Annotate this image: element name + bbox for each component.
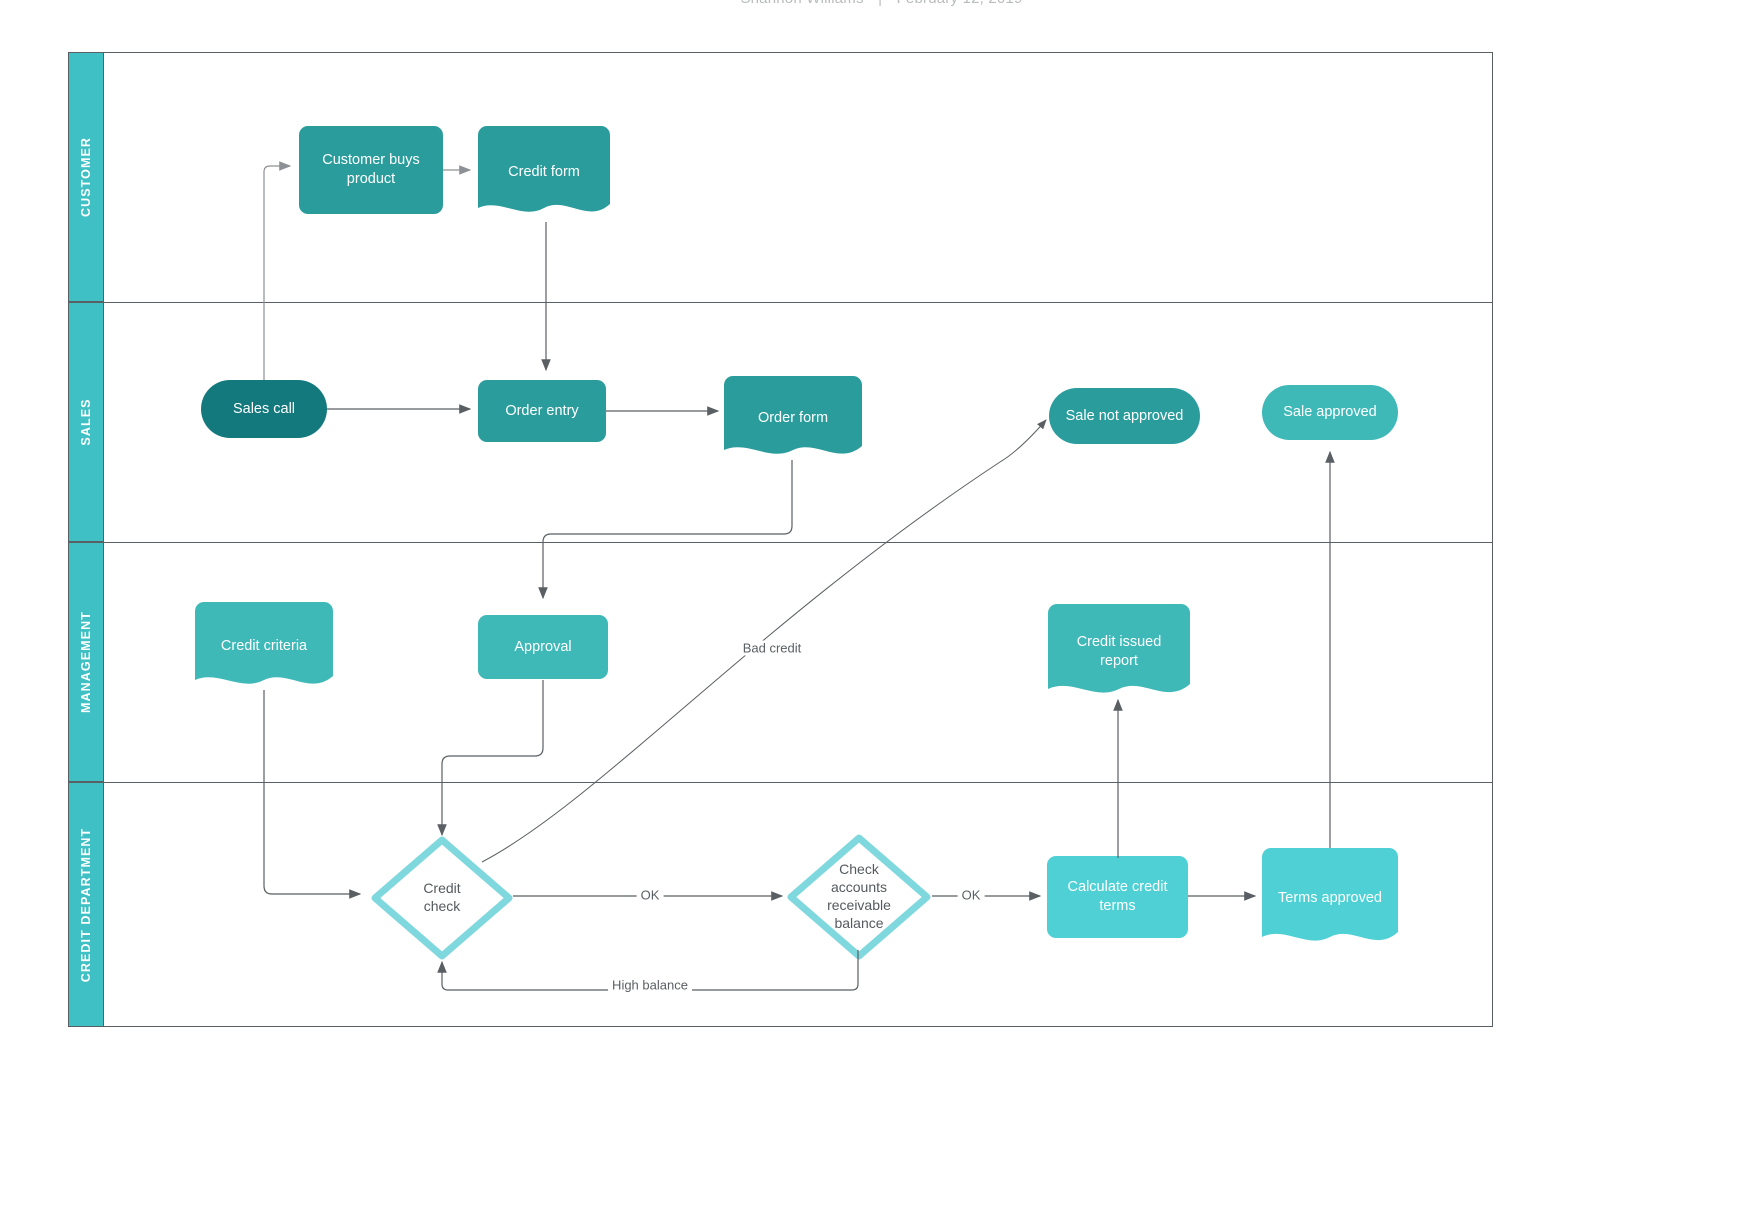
node-label: Sale not approved (1065, 407, 1184, 424)
node-credit-issued-report[interactable]: Credit issued report (1048, 604, 1190, 700)
node-credit-check[interactable]: Credit check (370, 835, 514, 961)
lane-band-customer: CUSTOMER (68, 52, 104, 302)
lane-band-management: MANAGEMENT (68, 542, 104, 782)
header-author: Shannon Williams (740, 0, 863, 7)
node-label: Calculate credit terms (1067, 879, 1168, 914)
node-label: Check accounts receivable balance (827, 861, 891, 931)
node-customer-buys-product[interactable]: Customer buys product (299, 126, 443, 214)
node-label: Customer buys product (322, 152, 420, 187)
node-label: Credit criteria (220, 637, 308, 654)
lane-label-customer: CUSTOMER (79, 136, 93, 218)
edge-label-high-balance: High balance (608, 977, 692, 993)
document-shape (195, 602, 333, 684)
node-label: Credit form (508, 163, 580, 180)
node-label: Credit check (423, 880, 461, 914)
lane-divider-1 (68, 302, 1493, 303)
edge-label-ok-2: OK (957, 887, 985, 903)
node-approval[interactable]: Approval (478, 615, 608, 679)
header-separator: | (878, 0, 882, 7)
lane-band-credit: CREDIT DEPARTMENT (68, 782, 104, 1027)
lane-label-sales: SALES (79, 398, 93, 446)
decision-shape (787, 834, 931, 960)
node-sale-approved[interactable]: Sale approved (1262, 385, 1398, 440)
lane-band-sales: SALES (68, 302, 104, 542)
node-label: Credit issued report (1076, 634, 1162, 669)
node-credit-criteria[interactable]: Credit criteria (195, 602, 333, 690)
node-credit-form[interactable]: Credit form (478, 126, 610, 218)
edge-label-ok-1: OK (636, 887, 664, 903)
document-shape (478, 126, 610, 212)
lane-label-credit-department: CREDIT DEPARTMENT (79, 827, 93, 982)
node-order-entry[interactable]: Order entry (478, 380, 606, 442)
document-shape (1262, 848, 1398, 941)
header-date: February 12, 2019 (897, 0, 1023, 7)
node-label: Order form (757, 409, 829, 426)
node-sale-not-approved[interactable]: Sale not approved (1049, 388, 1200, 444)
lane-label-management: MANAGEMENT (79, 611, 93, 713)
node-check-accounts-receivable-balance[interactable]: Check accounts receivable balance (786, 833, 932, 961)
node-label: Approval (514, 638, 572, 655)
node-label: Terms approved (1278, 889, 1382, 906)
node-label: Sale approved (1283, 404, 1377, 421)
node-calculate-credit-terms[interactable]: Calculate credit terms (1047, 856, 1188, 938)
document-shape (1048, 604, 1190, 693)
lane-divider-3 (68, 782, 1493, 783)
lane-divider-2 (68, 542, 1493, 543)
node-label: Sales call (232, 400, 296, 417)
edge-label-bad-credit: Bad credit (738, 640, 806, 656)
diagram-header: Shannon Williams | February 12, 2019 (0, 0, 1763, 7)
node-terms-approved[interactable]: Terms approved (1262, 848, 1398, 948)
node-sales-call[interactable]: Sales call (201, 380, 327, 438)
node-order-form[interactable]: Order form (724, 376, 862, 460)
node-label: Order entry (505, 402, 579, 419)
